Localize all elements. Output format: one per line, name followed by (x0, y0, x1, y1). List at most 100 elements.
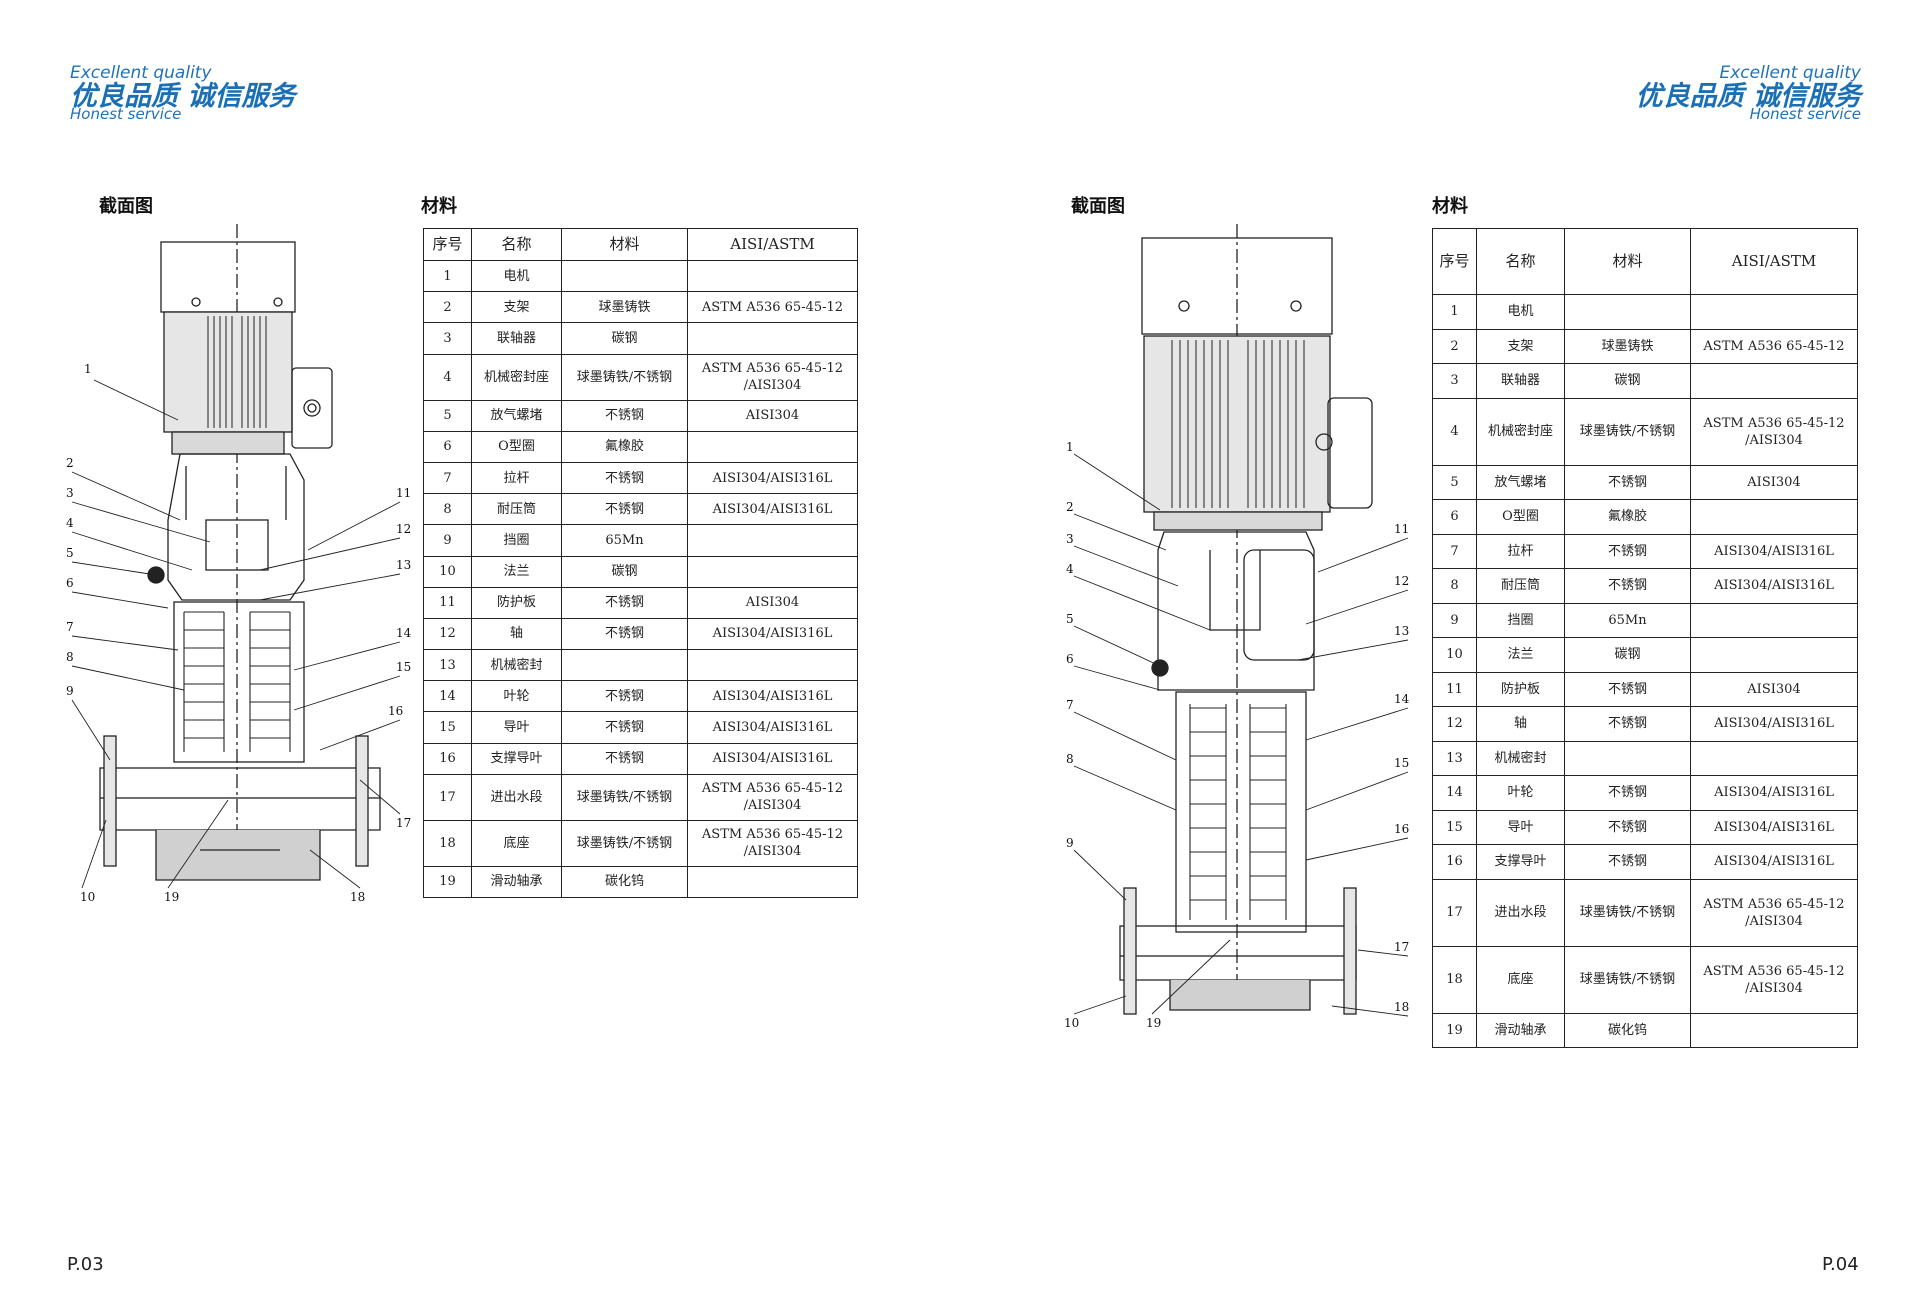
cell-name: 法兰 (1476, 637, 1565, 673)
cell-no: 15 (1432, 809, 1477, 845)
cell-standard: ASTM A536 65-45-12 /AISI304 (687, 353, 858, 401)
callout-7: 7 (66, 620, 74, 634)
callout-2: 2 (66, 456, 74, 470)
cell-material: 不锈钢 (1564, 775, 1691, 811)
cell-no: 4 (1432, 397, 1477, 466)
cell-no: 9 (423, 524, 472, 557)
cell-material (561, 649, 688, 682)
callout-13: 13 (1394, 624, 1410, 638)
callout-10: 10 (1064, 1016, 1080, 1030)
brand-logo-right: Excellent quality 优良品质 诚信服务 Honest servi… (1636, 64, 1861, 123)
pump-cross-section-drawing-left: 1 2 3 4 5 6 7 8 9 10 19 11 12 13 14 15 1… (60, 220, 420, 910)
cell-material: 不锈钢 (561, 742, 688, 775)
callout-18: 18 (1394, 1000, 1410, 1014)
callout-11: 11 (1394, 522, 1410, 536)
cell-standard: ASTM A536 65-45-12 /AISI304 (1690, 878, 1858, 947)
cell-name: 耐压筒 (1476, 568, 1565, 604)
cell-standard: AISI304/AISI316L (687, 711, 858, 744)
table-header-row: 序号 名称 材料 AISI/ASTM (423, 228, 858, 261)
callout-1: 1 (84, 362, 92, 376)
cell-no: 1 (1432, 294, 1477, 330)
logo-tagline-en-bottom: Honest service (1749, 105, 1861, 123)
cell-no: 15 (423, 711, 472, 744)
callout-13: 13 (396, 558, 412, 572)
cell-name: 防护板 (1476, 671, 1565, 707)
cell-standard: AISI304/AISI316L (687, 461, 858, 495)
section-title-left: 截面图 (99, 196, 153, 217)
cell-name: 联轴器 (1476, 363, 1565, 399)
cell-name: 联轴器 (471, 322, 562, 355)
cell-material: 氟橡胶 (1564, 499, 1691, 535)
cell-material: 球墨铸铁/不锈钢 (1564, 397, 1691, 466)
cell-name: 机械密封座 (1476, 397, 1565, 466)
header-name: 名称 (471, 228, 562, 261)
cell-standard: AISI304 (687, 399, 858, 432)
callout-6: 6 (1066, 652, 1074, 666)
cell-material: 球墨铸铁/不锈钢 (561, 773, 688, 821)
callout-16: 16 (388, 704, 404, 718)
callout-19: 19 (1146, 1016, 1162, 1030)
cell-material: 球墨铸铁/不锈钢 (1564, 878, 1691, 947)
cell-no: 16 (1432, 844, 1477, 880)
cell-no: 12 (423, 617, 472, 651)
cell-name: 轴 (471, 617, 562, 651)
pump-cross-section-drawing-right: 1 2 3 4 5 6 7 8 9 10 19 11 12 13 14 15 1… (1060, 220, 1420, 1040)
cell-material: 不锈钢 (561, 586, 688, 619)
header-no: 序号 (423, 228, 472, 261)
cell-name: 底座 (1476, 945, 1565, 1014)
cell-name: 拉杆 (471, 461, 562, 495)
callout-2: 2 (1066, 500, 1074, 514)
callout-17: 17 (1394, 940, 1410, 954)
cell-no: 18 (423, 819, 472, 867)
cell-material: 球墨铸铁 (1564, 328, 1691, 364)
cell-material: 球墨铸铁/不锈钢 (561, 353, 688, 401)
cell-standard (687, 555, 858, 588)
cell-standard: AISI304/AISI316L (687, 742, 858, 775)
callout-7: 7 (1066, 698, 1074, 712)
cell-no: 7 (1432, 533, 1477, 569)
cell-material: 不锈钢 (561, 617, 688, 651)
cell-no: 11 (1432, 671, 1477, 707)
cell-no: 18 (1432, 945, 1477, 1014)
cell-material: 碳化钨 (561, 865, 688, 899)
logo-tagline-en-top: Excellent quality (70, 63, 212, 83)
table-header-row: 序号 名称 材料 AISI/ASTM (1432, 228, 1858, 295)
cell-standard (687, 865, 858, 899)
cell-no: 10 (423, 555, 472, 588)
cell-name: 机械密封 (471, 649, 562, 682)
cell-name: 机械密封座 (471, 353, 562, 401)
cell-standard: AISI304 (687, 586, 858, 619)
cell-standard: AISI304/AISI316L (1690, 706, 1858, 742)
header-standard: AISI/ASTM (1690, 228, 1858, 295)
cell-material: 球墨铸铁/不锈钢 (561, 819, 688, 867)
cell-no: 2 (1432, 328, 1477, 364)
cell-material: 65Mn (1564, 602, 1691, 638)
header-material: 材料 (561, 228, 688, 261)
cell-name: 法兰 (471, 555, 562, 588)
cell-no: 14 (423, 680, 472, 713)
cell-name: 导叶 (1476, 809, 1565, 845)
cell-standard: AISI304/AISI316L (687, 493, 858, 526)
cell-name: 支撑导叶 (471, 742, 562, 775)
cell-standard (1690, 294, 1858, 330)
page-number-left: P.03 (67, 1254, 104, 1275)
cell-no: 9 (1432, 602, 1477, 638)
